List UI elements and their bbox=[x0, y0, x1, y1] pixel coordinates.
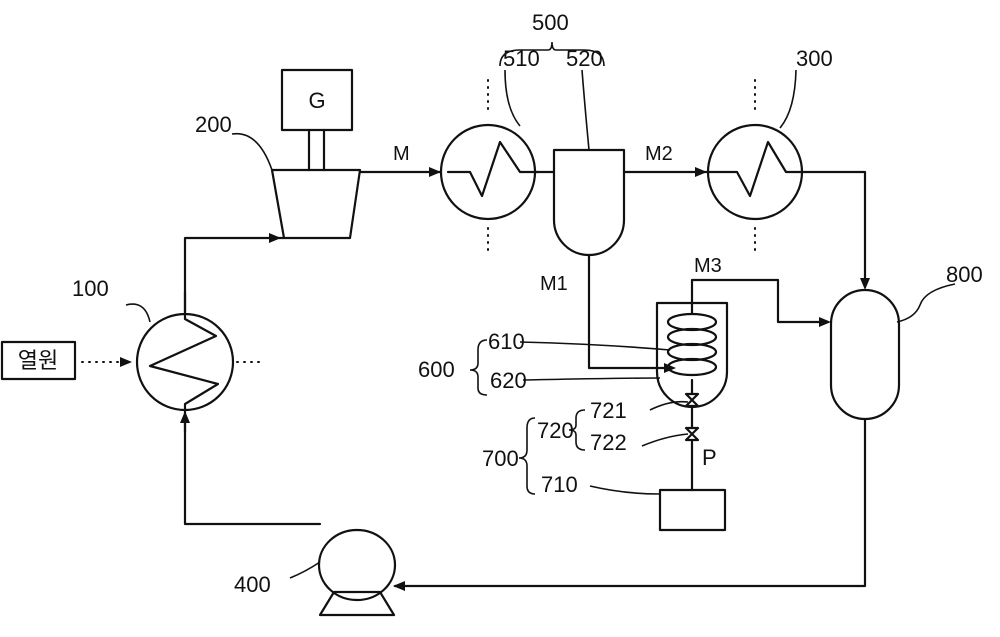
stream-m1-label: M1 bbox=[540, 273, 568, 295]
heat-source: 열원 bbox=[2, 342, 132, 379]
label-800: 800 bbox=[946, 262, 983, 287]
label-100: 100 bbox=[72, 276, 109, 301]
label-700: 700 bbox=[482, 446, 519, 471]
pump-p-label: P bbox=[702, 445, 717, 470]
labels: 100 200 500 510 520 300 800 400 600 610 … bbox=[72, 10, 983, 597]
separator-520 bbox=[554, 150, 624, 255]
generator: G bbox=[282, 70, 352, 130]
valve-721 bbox=[686, 394, 698, 406]
vessel-800 bbox=[831, 290, 899, 419]
label-200: 200 bbox=[195, 112, 232, 137]
pump-400 bbox=[319, 530, 395, 615]
label-500: 500 bbox=[532, 10, 569, 35]
heat-exchanger-510 bbox=[441, 80, 538, 252]
label-610: 610 bbox=[488, 329, 525, 354]
label-510: 510 bbox=[503, 46, 540, 71]
label-720: 720 bbox=[537, 418, 574, 443]
label-400: 400 bbox=[234, 572, 271, 597]
label-710: 710 bbox=[541, 472, 578, 497]
turbine-200 bbox=[272, 130, 360, 238]
stream-m2-label: M2 bbox=[645, 143, 673, 165]
heat-exchanger-100 bbox=[137, 292, 262, 432]
heat-source-label: 열원 bbox=[18, 348, 58, 373]
label-721: 721 bbox=[590, 398, 627, 423]
label-620: 620 bbox=[490, 368, 527, 393]
stream-m3-label: M3 bbox=[694, 255, 722, 277]
storage-710 bbox=[660, 490, 725, 530]
label-300: 300 bbox=[796, 46, 833, 71]
heat-exchanger-300 bbox=[708, 80, 802, 252]
label-520: 520 bbox=[566, 46, 603, 71]
leader-lines bbox=[126, 42, 955, 578]
stream-m-label: M bbox=[393, 143, 410, 165]
generator-label: G bbox=[308, 88, 325, 113]
label-722: 722 bbox=[590, 430, 627, 455]
coil-610 bbox=[668, 314, 716, 375]
label-600: 600 bbox=[418, 357, 455, 382]
